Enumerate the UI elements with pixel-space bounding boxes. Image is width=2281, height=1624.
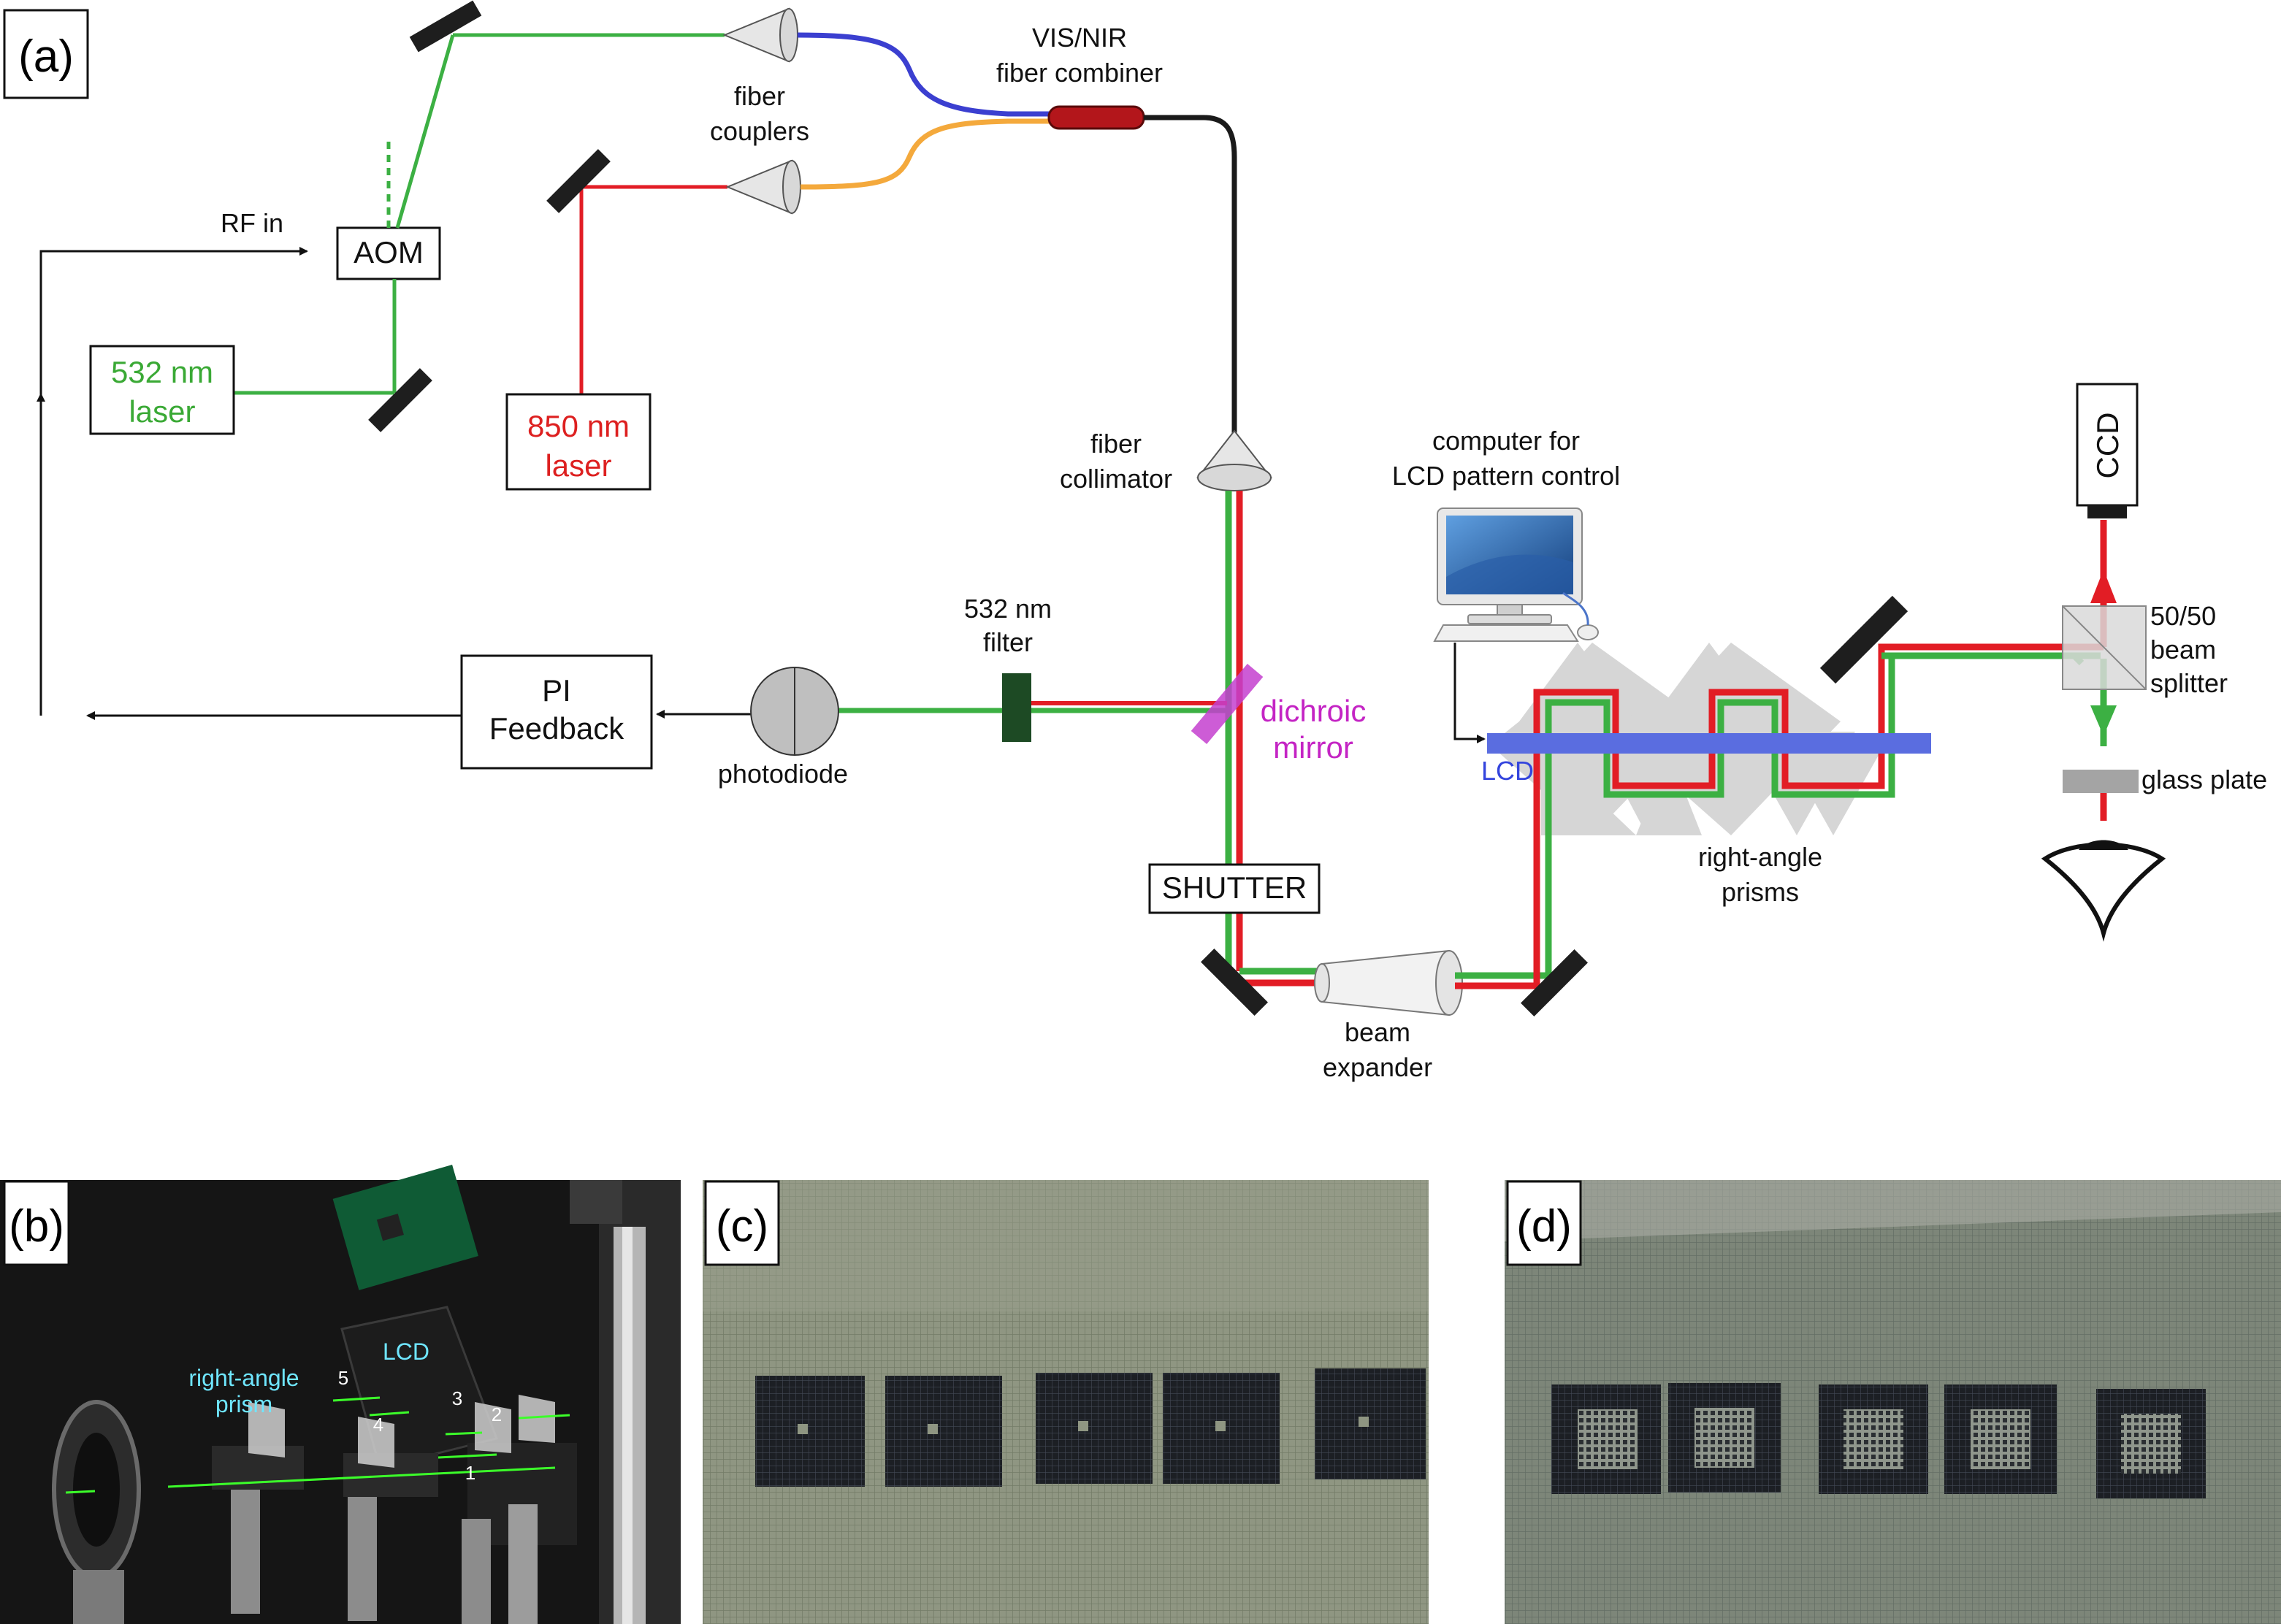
panel-a: (a) RF in AOM 532 nm laser: [3, 0, 2267, 1082]
glass-plate-label: glass plate: [2141, 765, 2267, 794]
photo-b-prism-label-2: prism: [215, 1391, 272, 1417]
fiber-combiner: [1047, 105, 1145, 130]
pi-label-1: PI: [542, 673, 571, 708]
beam-expander: [1314, 949, 1463, 1016]
mirror-lcd-in: [1521, 949, 1588, 1016]
fiber-couplers-label-2: couplers: [710, 116, 809, 146]
ccd-arrow-icon: [2090, 570, 2117, 603]
photo-b-lcd-label: LCD: [383, 1338, 429, 1365]
dichroic-label-2: mirror: [1273, 730, 1353, 765]
filter-label-2: filter: [983, 627, 1033, 657]
splitter-label-3: splitter: [2150, 668, 2228, 698]
panel-c-label: (c): [716, 1201, 768, 1252]
dichroic-mirror: [1191, 664, 1264, 744]
panel-b-label: (b): [9, 1201, 64, 1252]
mirror-expander-in: [1201, 949, 1268, 1016]
computer-to-lcd-line: [1453, 643, 1486, 743]
mirror-532-upper: [409, 0, 482, 53]
collimator-label-1: fiber: [1090, 429, 1142, 459]
photo-b-number-3: 3: [452, 1387, 462, 1409]
collimator-label-2: collimator: [1060, 464, 1172, 494]
filter-532: [1002, 673, 1031, 742]
laser-532-box: [89, 345, 235, 435]
photo-b-circuit-board: [332, 1165, 478, 1290]
ccd-label: CCD: [2090, 413, 2125, 479]
ccd-lens: [2087, 505, 2127, 518]
combiner-label-1: VIS/NIR: [1032, 23, 1127, 53]
ccd-box: [2076, 383, 2139, 507]
eye-icon: [2041, 840, 2166, 942]
fiber-black: [1144, 115, 1237, 447]
filter-label-1: 532 nm: [964, 594, 1052, 624]
photo-d-patterns: [1551, 1383, 2206, 1498]
laser-850-box: [505, 393, 652, 491]
combiner-label-2: fiber combiner: [996, 58, 1163, 88]
panel-a-label: (a): [18, 31, 74, 82]
mirror-532-lower: [368, 368, 432, 432]
photo-b-number-5: 5: [338, 1367, 348, 1389]
panel-b-label-box: [3, 1180, 70, 1266]
photo-b-number-2: 2: [492, 1403, 502, 1425]
computer-label-2: LCD pattern control: [1392, 461, 1620, 491]
mirror-850: [546, 149, 611, 213]
computer-icon: [1433, 508, 1599, 642]
glass-plate: [2063, 770, 2139, 793]
red-beam-850: [579, 185, 727, 394]
photo-b-beam-arrows: [65, 1396, 570, 1494]
lcd-label: LCD: [1481, 756, 1534, 786]
photodiode-label: photodiode: [718, 759, 848, 789]
splitter-label-1: 50/50: [2150, 601, 2216, 631]
rf-input-line: [39, 247, 308, 716]
laser-532-label-1: 532 nm: [111, 355, 213, 389]
laser-850-label-1: 850 nm: [527, 409, 630, 443]
expander-label-2: expander: [1323, 1052, 1432, 1082]
photo-c-patterns: [755, 1368, 1426, 1487]
dichroic-label-1: dichroic: [1261, 694, 1367, 728]
rf-in-label: RF in: [221, 208, 283, 238]
lcd-panel: [1487, 733, 1931, 754]
green-beam-532: [234, 33, 725, 395]
fiber-coupler-green: [722, 7, 798, 63]
shutter-box: [1148, 863, 1321, 914]
aom-box: [336, 226, 441, 280]
prisms-label-1: right-angle: [1698, 842, 1822, 872]
panel-a-label-box: [3, 9, 89, 99]
panel-d-label: (d): [1516, 1201, 1572, 1252]
fiber-couplers-label-1: fiber: [734, 81, 785, 111]
mirror-to-splitter: [1819, 595, 1909, 684]
fiber-orange: [800, 118, 1052, 190]
panel-d-label-box: [1506, 1180, 1582, 1266]
aom-label: AOM: [354, 235, 424, 269]
laser-532-label-2: laser: [129, 394, 195, 429]
fiber-coupler-red: [725, 159, 801, 215]
fiber-blue: [797, 32, 1052, 117]
panel-b: LCD right-angle prism 1 2 3 4 5 (b): [0, 1165, 681, 1624]
prisms-label-2: prisms: [1722, 877, 1799, 907]
photo-b-number-4: 4: [373, 1414, 383, 1436]
photodiode-icon: [750, 666, 795, 757]
computer-label-1: computer for: [1432, 426, 1580, 456]
laser-850-label-2: laser: [545, 448, 611, 483]
panel-c: (c): [703, 1180, 1429, 1624]
prism-beam-green: [1455, 652, 2085, 979]
panel-c-label-box: [704, 1180, 780, 1266]
shutter-label: SHUTTER: [1162, 870, 1307, 905]
expander-label-1: beam: [1345, 1017, 1410, 1047]
pi-label-2: Feedback: [489, 711, 624, 746]
eye-arrow-icon: [2090, 705, 2117, 736]
splitter-label-2: beam: [2150, 635, 2216, 664]
pi-feedback-box: [460, 654, 653, 770]
photo-b-prism-label-1: right-angle: [188, 1365, 299, 1391]
photo-b-number-1: 1: [465, 1462, 475, 1484]
photodiode-dome: [794, 667, 839, 757]
fiber-collimator: [1196, 429, 1273, 491]
panel-d: (d): [1505, 1180, 2281, 1624]
beam-splitter-cube: [2062, 605, 2147, 690]
feedback-loop: [37, 247, 752, 720]
